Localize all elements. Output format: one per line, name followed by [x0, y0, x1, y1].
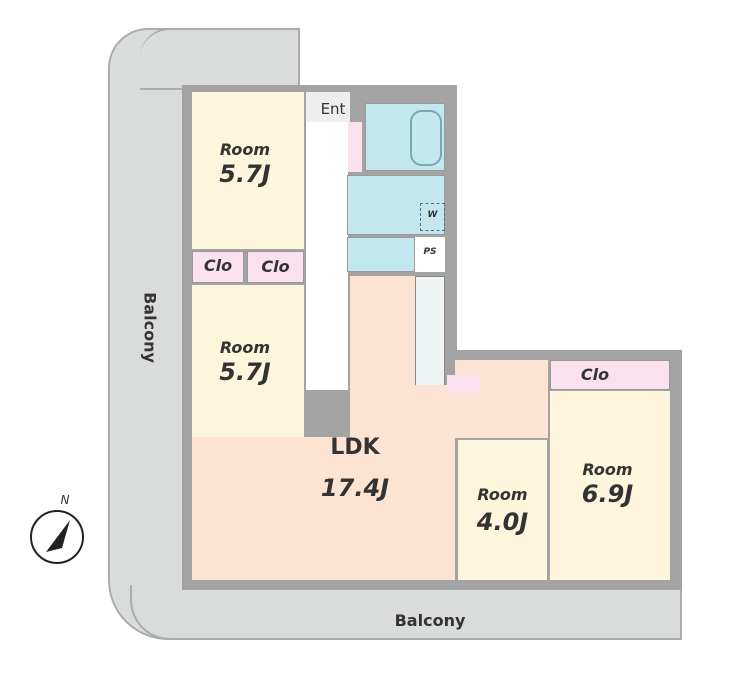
- balcony-bottom-label: Balcony: [394, 611, 466, 630]
- compass-icon: [30, 510, 84, 564]
- compass-needle-icon: [46, 520, 70, 552]
- ldk-size: 17.4J: [320, 474, 390, 502]
- room-2-name: Room: [219, 338, 271, 357]
- room-3-name: Room: [477, 485, 528, 504]
- bathtub-icon: [410, 110, 442, 166]
- room-4-size: 6.9J: [581, 480, 634, 508]
- room-2: [192, 285, 304, 437]
- room-3-size: 4.0J: [476, 508, 529, 536]
- room-4-name: Room: [582, 460, 633, 479]
- balcony-left-label: Balcony: [140, 292, 160, 363]
- hall-storage: [447, 375, 480, 393]
- pipe-space: [415, 237, 445, 272]
- room-1-name: Room: [219, 140, 271, 159]
- closet-3-label: Clo: [580, 365, 610, 384]
- toilet: [347, 237, 415, 272]
- compass-label: N: [60, 493, 70, 507]
- entrance-label: Ent: [320, 100, 346, 118]
- corridor: [306, 122, 348, 390]
- closet-3: [550, 360, 670, 390]
- ldk-upper: [350, 276, 415, 441]
- ldk-name: LDK: [330, 435, 380, 460]
- balcony-top: [140, 28, 300, 90]
- closet-2-label: Clo: [261, 257, 290, 276]
- ldk-hall: [415, 385, 455, 440]
- balcony-left: [108, 28, 188, 640]
- washer-space: [420, 203, 445, 231]
- closet-1: [192, 251, 244, 283]
- room-1-size: 5.7J: [219, 160, 271, 188]
- ldk-main: [192, 437, 455, 580]
- ldk-right: [455, 360, 548, 438]
- washer-label: W: [427, 210, 438, 220]
- room-3: [458, 440, 547, 580]
- entrance: [306, 92, 350, 122]
- kitchen-counter: [415, 276, 445, 386]
- room-1: [192, 92, 304, 249]
- shoe-cabinet: [348, 122, 362, 172]
- room-2-size: 5.7J: [219, 358, 271, 386]
- closet-2: [247, 251, 304, 283]
- pipe-space-label: PS: [423, 247, 437, 257]
- closet-1-label: Clo: [203, 256, 233, 275]
- room-4: [550, 391, 670, 580]
- balcony-bottom: [130, 585, 682, 640]
- washroom: [347, 175, 445, 235]
